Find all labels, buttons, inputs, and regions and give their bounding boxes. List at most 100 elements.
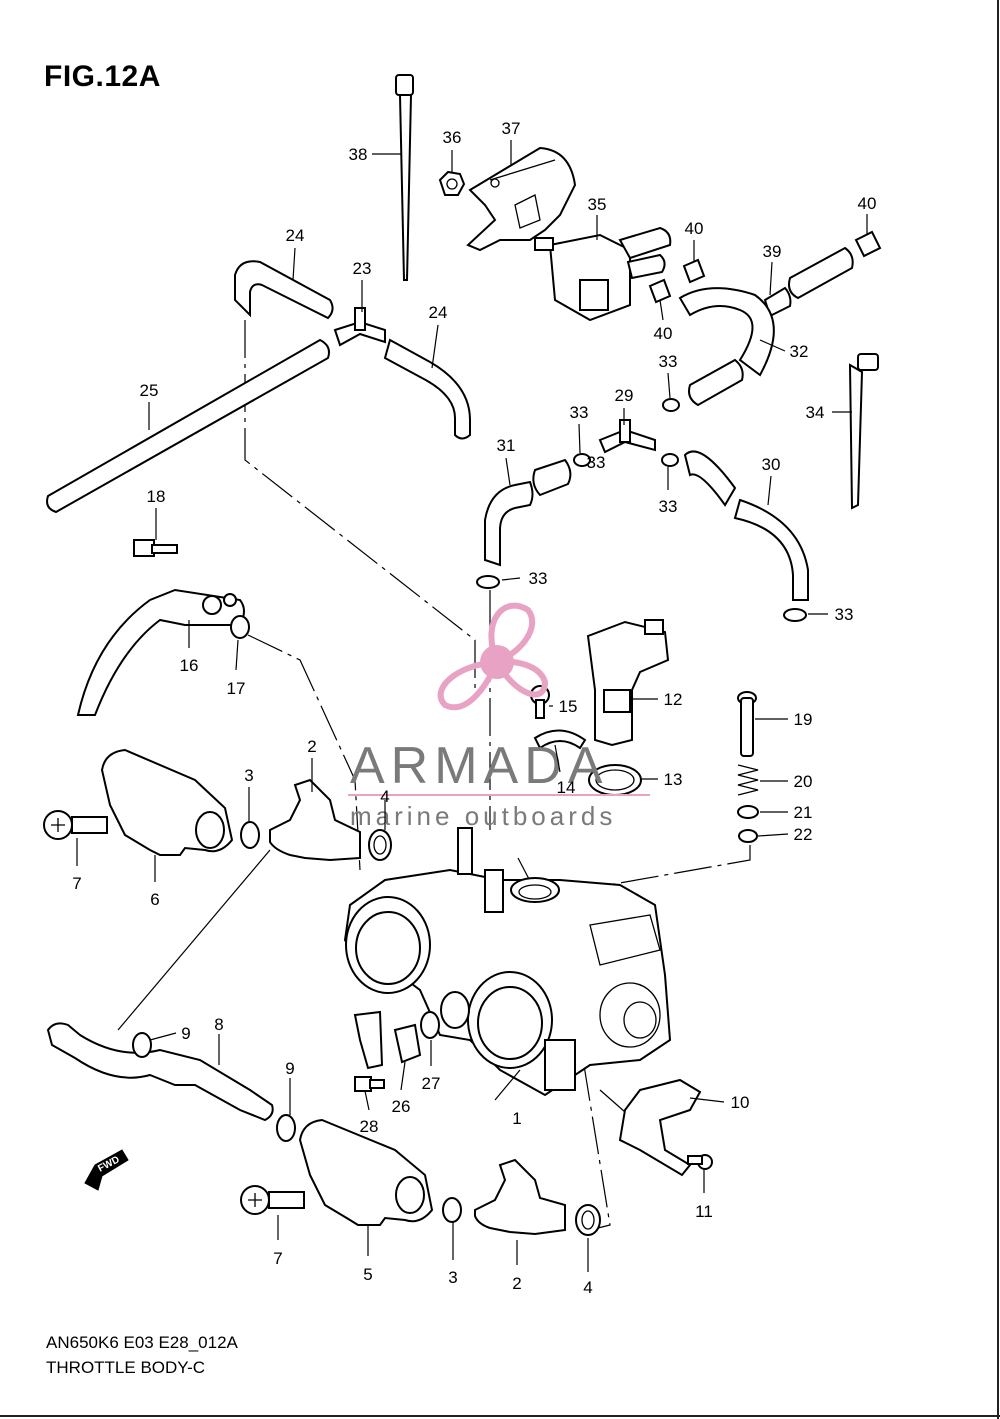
callout-number: 19 xyxy=(794,710,813,729)
callout-8: 8 xyxy=(214,1015,224,1065)
hose-32 xyxy=(678,287,775,407)
callout-number: 14 xyxy=(557,778,576,797)
callout-number: 39 xyxy=(763,242,782,261)
callout-3: 3 xyxy=(244,766,254,822)
callout-number: 15 xyxy=(559,697,578,716)
callout-3: 3 xyxy=(448,1222,458,1287)
callout-number: 33 xyxy=(587,453,606,472)
callout-26: 26 xyxy=(392,1061,410,1116)
callout-number: 7 xyxy=(72,874,81,893)
callout-36: 36 xyxy=(443,128,462,172)
screw-7 xyxy=(43,810,305,1215)
callout-leader-line xyxy=(689,1097,725,1103)
callout-number: 3 xyxy=(448,1268,457,1287)
callout-leader-line xyxy=(767,475,772,506)
callout-17: 17 xyxy=(227,639,246,698)
callout-18: 18 xyxy=(147,487,165,540)
callout-33: 33 xyxy=(501,569,547,588)
callout-number: 38 xyxy=(349,145,368,164)
callout-leader-line xyxy=(759,339,786,352)
callout-number: 6 xyxy=(150,890,159,909)
joint-26 xyxy=(353,1010,422,1070)
callout-1: 1 xyxy=(494,1069,522,1128)
callout-11: 11 xyxy=(695,1170,713,1221)
washer-22 xyxy=(738,829,758,843)
tie-wrap-38 xyxy=(395,74,414,281)
vacuum-hose-25 xyxy=(46,338,330,514)
callout-number: 4 xyxy=(583,1278,592,1297)
callout-leader-line xyxy=(505,457,511,486)
o-ring-9 xyxy=(132,1032,296,1142)
callout-number: 23 xyxy=(353,259,372,278)
callout-number: 40 xyxy=(685,219,704,238)
callout-number: 16 xyxy=(180,656,199,675)
callout-leader-line xyxy=(235,639,239,671)
callout-number: 40 xyxy=(654,324,673,343)
clip-14 xyxy=(533,729,587,750)
tie-wrap-34 xyxy=(848,353,879,510)
sensor-12 xyxy=(586,619,670,747)
callout-38: 38 xyxy=(349,145,402,164)
callout-7: 7 xyxy=(72,838,82,893)
callout-33: 33 xyxy=(587,453,606,472)
callout-number: 4 xyxy=(380,787,389,806)
callout-number: 29 xyxy=(615,386,634,405)
callout-2: 2 xyxy=(307,737,317,792)
callout-number: 9 xyxy=(181,1024,190,1043)
callout-leader-line xyxy=(501,577,521,581)
propeller-hub-icon xyxy=(480,645,514,679)
bolt-28 xyxy=(354,1076,385,1092)
callout-leader-line xyxy=(364,1090,370,1111)
fuel-hose-8 xyxy=(46,1022,274,1122)
callout-number: 8 xyxy=(214,1015,223,1034)
callout-leader-line xyxy=(667,372,671,399)
callout-number: 33 xyxy=(570,403,589,422)
injector-2-upper xyxy=(269,778,361,862)
callout-number: 31 xyxy=(497,436,516,455)
o-ring-17 xyxy=(230,615,250,639)
callout-40: 40 xyxy=(685,219,704,262)
callout-number: 33 xyxy=(659,497,678,516)
o-ring-13 xyxy=(588,764,642,796)
throttle-body-1 xyxy=(343,827,672,1097)
callout-29: 29 xyxy=(615,386,634,425)
callout-number: 7 xyxy=(273,1249,282,1268)
callout-40: 40 xyxy=(858,194,877,235)
callout-9: 9 xyxy=(285,1059,295,1115)
callout-27: 27 xyxy=(422,1040,440,1093)
callout-number: 36 xyxy=(443,128,462,147)
callout-33: 33 xyxy=(659,467,678,516)
callout-number: 22 xyxy=(794,825,813,844)
callout-number: 5 xyxy=(363,1265,372,1284)
callout-9: 9 xyxy=(149,1024,191,1043)
callout-6: 6 xyxy=(150,855,160,909)
callout-25: 25 xyxy=(140,381,158,430)
injector-holder-5 xyxy=(298,1118,434,1226)
callout-number: 21 xyxy=(794,803,813,822)
propeller-icon xyxy=(437,602,549,711)
callout-35: 35 xyxy=(588,195,606,240)
injector-2-lower xyxy=(474,1158,566,1236)
frame-border-bottom xyxy=(0,1415,1000,1417)
callout-2: 2 xyxy=(512,1240,522,1293)
spring-20 xyxy=(737,764,759,796)
callout-22: 22 xyxy=(757,825,813,844)
injector-holder-6 xyxy=(100,748,234,856)
callout-leader-line xyxy=(292,247,296,281)
nut-36 xyxy=(438,170,466,196)
callout-number: 32 xyxy=(790,342,809,361)
o-ring-4 xyxy=(368,829,601,1236)
callout-number: 40 xyxy=(858,194,877,213)
callout-37: 37 xyxy=(502,119,521,165)
callout-number: 1 xyxy=(512,1109,521,1128)
hose-39 xyxy=(763,246,854,318)
washer-21 xyxy=(737,805,759,819)
callout-number: 17 xyxy=(227,679,246,698)
callout-4: 4 xyxy=(380,787,390,830)
callout-number: 37 xyxy=(502,119,521,138)
callout-21: 21 xyxy=(760,803,812,822)
callout-5: 5 xyxy=(363,1225,373,1284)
vacuum-hose-31 xyxy=(484,458,572,567)
callout-number: 28 xyxy=(360,1117,379,1136)
bracket-10 xyxy=(618,1078,702,1177)
